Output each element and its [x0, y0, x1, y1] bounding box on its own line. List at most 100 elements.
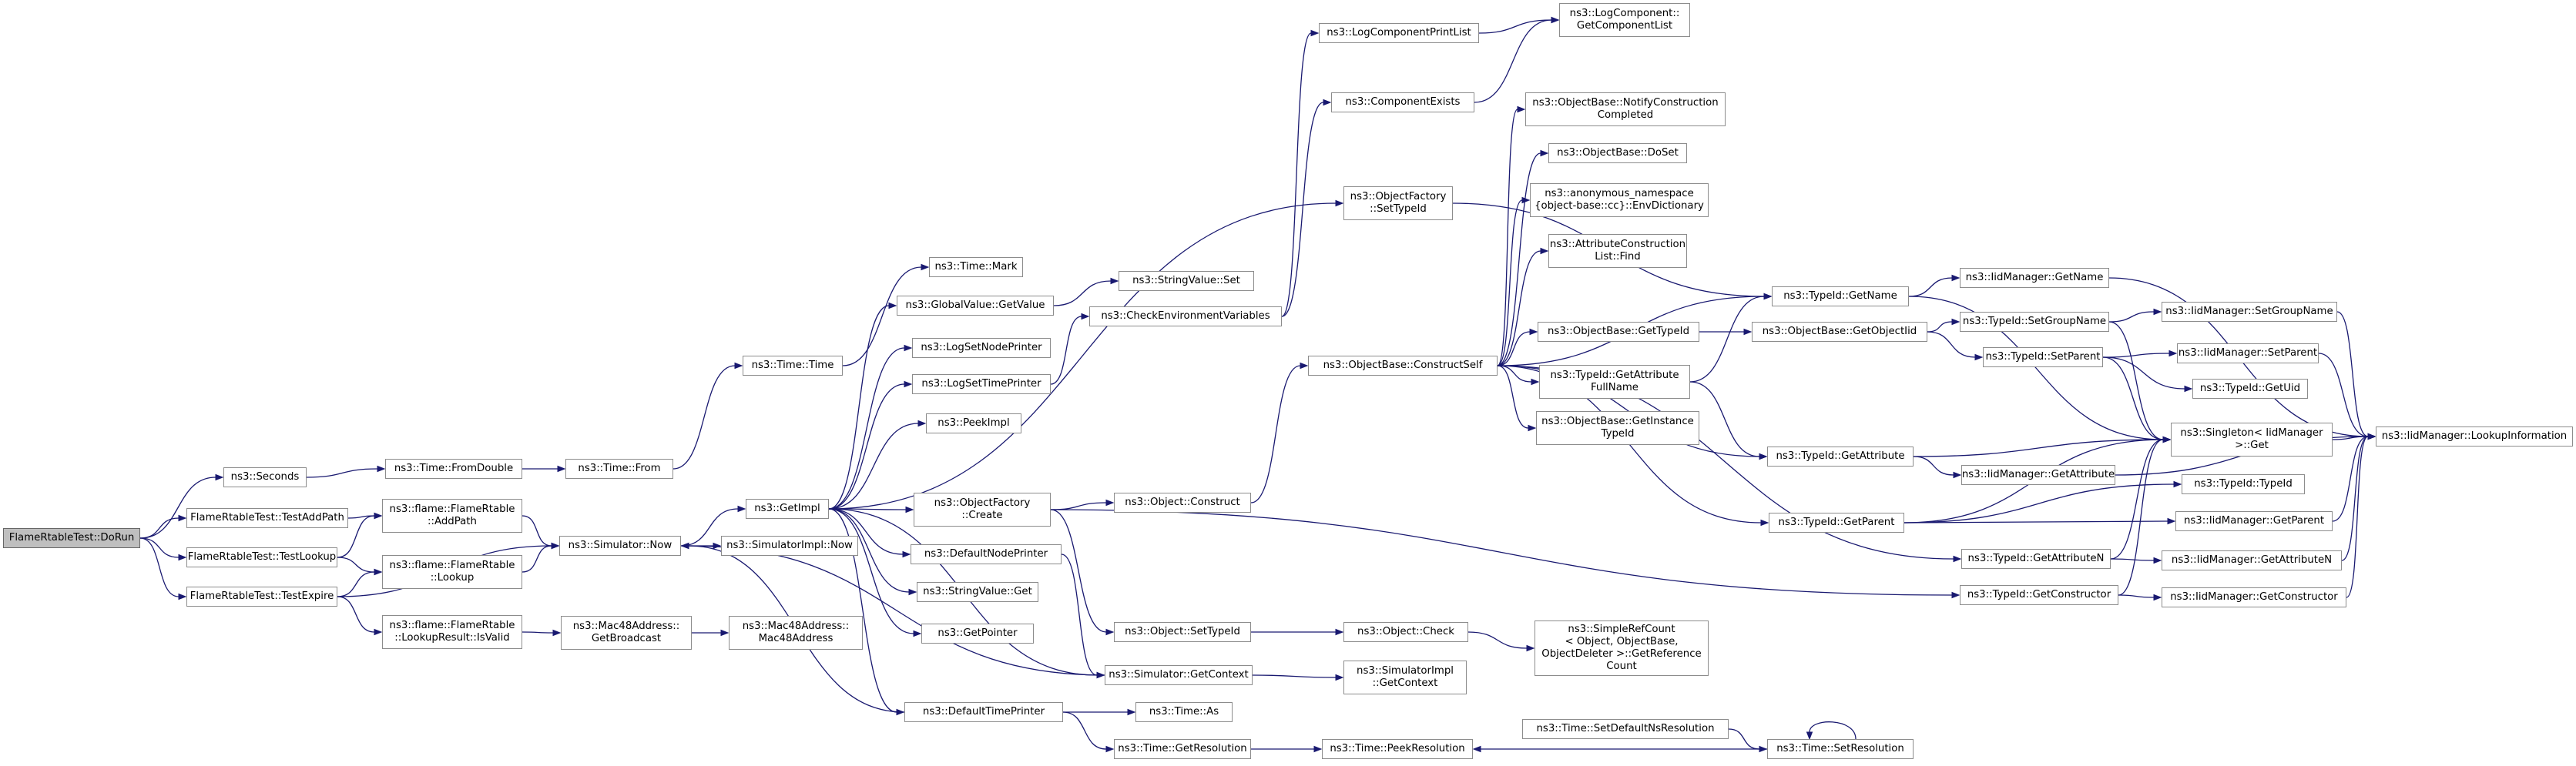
- edge-arrowhead-22: [904, 380, 913, 388]
- node-sim-get-context[interactable]: ns3::Simulator::GetContext: [1105, 665, 1253, 685]
- edge-arrowhead-64: [1953, 555, 1962, 563]
- node-time-from[interactable]: ns3::Time::From: [565, 459, 673, 479]
- node-time-as[interactable]: ns3::Time::As: [1135, 702, 1233, 722]
- edge-39: [1050, 509, 1107, 633]
- node-time-mark[interactable]: ns3::Time::Mark: [929, 257, 1023, 277]
- edge-25: [828, 508, 904, 555]
- node-sim-impl-now[interactable]: ns3::SimulatorImpl::Now: [721, 536, 858, 556]
- node-time-set-res[interactable]: ns3::Time::SetResolution: [1767, 739, 1914, 759]
- edge-76: [1903, 520, 2168, 523]
- edge-38: [1050, 502, 1107, 510]
- node-def-node[interactable]: ns3::DefaultNodePrinter: [911, 544, 1062, 564]
- edge-arrowhead-59: [1529, 328, 1538, 336]
- edge-arrowhead-17: [720, 629, 730, 637]
- node-im-get-parent[interactable]: ns3::IidManager::GetParent: [2175, 511, 2333, 531]
- edge-45: [688, 545, 1105, 676]
- node-tid-get-attr[interactable]: ns3::TypeId::GetAttribute: [1767, 447, 1914, 467]
- node-test-expire[interactable]: FlameRtableTest::TestExpire: [186, 587, 337, 607]
- edge-79: [2118, 439, 2164, 596]
- edge-arrowhead-41: [1300, 362, 1309, 370]
- node-tid-get-attr-n[interactable]: ns3::TypeId::GetAttributeN: [1961, 549, 2111, 569]
- edge-arrowhead-15: [551, 542, 560, 550]
- node-tid-type-id[interactable]: ns3::TypeId::TypeId: [2182, 474, 2305, 494]
- node-test-add-path[interactable]: FlameRtableTest::TestAddPath: [186, 508, 348, 528]
- edge-arrowhead-76: [2167, 517, 2176, 525]
- edge-78: [2110, 558, 2155, 561]
- node-sv-get[interactable]: ns3::StringValue::Get: [917, 582, 1038, 602]
- edge-57: [1497, 250, 1541, 366]
- node-obj-check[interactable]: ns3::Object::Check: [1343, 622, 1468, 642]
- node-singleton-get[interactable]: ns3::Singleton< IidManager >::Get: [2171, 423, 2333, 457]
- node-im-lookup[interactable]: ns3::IidManager::LookupInformation: [2376, 426, 2573, 447]
- node-comp-exists[interactable]: ns3::ComponentExists: [1331, 92, 1474, 112]
- node-add-path[interactable]: ns3::flame::FlameRtable ::AddPath: [382, 499, 522, 533]
- edge-16: [522, 631, 554, 634]
- node-sim-now[interactable]: ns3::Simulator::Now: [559, 536, 681, 556]
- node-lookup[interactable]: ns3::flame::FlameRtable ::Lookup: [382, 555, 522, 589]
- node-log-set-node[interactable]: ns3::LogSetNodePrinter: [912, 338, 1051, 358]
- node-tid-get-uid[interactable]: ns3::TypeId::GetUid: [2192, 379, 2308, 399]
- node-ob-do-set[interactable]: ns3::ObjectBase::DoSet: [1548, 143, 1687, 163]
- node-def-time[interactable]: ns3::DefaultTimePrinter: [904, 702, 1063, 722]
- node-im-get-ctor[interactable]: ns3::IidManager::GetConstructor: [2162, 587, 2346, 607]
- node-im-set-group[interactable]: ns3::IidManager::SetGroupName: [2162, 302, 2337, 322]
- node-tid-set-parent[interactable]: ns3::TypeId::SetParent: [1983, 347, 2103, 367]
- node-of-create[interactable]: ns3::ObjectFactory ::Create: [914, 493, 1051, 527]
- node-sv-set[interactable]: ns3::StringValue::Set: [1119, 271, 1254, 291]
- edge-44: [1252, 674, 1337, 678]
- node-time-get-res[interactable]: ns3::Time::GetResolution: [1114, 739, 1251, 759]
- node-obj-construct[interactable]: ns3::Object::Construct: [1114, 493, 1251, 513]
- node-tid-set-group[interactable]: ns3::TypeId::SetGroupName: [1960, 312, 2109, 332]
- edge-arrowhead-93: [2367, 433, 2376, 440]
- edge-83: [2102, 356, 2164, 440]
- node-from-double[interactable]: ns3::Time::FromDouble: [385, 459, 522, 479]
- node-check-env[interactable]: ns3::CheckEnvironmentVariables: [1089, 306, 1282, 326]
- edge-41: [1250, 365, 1301, 503]
- edge-arrowhead-49: [1313, 745, 1323, 753]
- edge-arrowhead-54: [1517, 105, 1526, 113]
- node-im-get-attr-n[interactable]: ns3::IidManager::GetAttributeN: [2162, 550, 2342, 570]
- node-env-dict[interactable]: ns3::anonymous_namespace {object-base::c…: [1530, 183, 1709, 217]
- node-tid-get-parent[interactable]: ns3::TypeId::GetParent: [1769, 513, 1904, 533]
- node-ob-get-obj-tid[interactable]: ns3::ObjectBase::GetObjectIid: [1752, 322, 1927, 342]
- node-is-valid[interactable]: ns3::flame::FlameRtable ::LookupResult::…: [382, 615, 522, 649]
- edge-arrowhead-24: [905, 506, 914, 513]
- edge-72: [1913, 439, 2164, 457]
- node-gv-get-value[interactable]: ns3::GlobalValue::GetValue: [897, 296, 1054, 316]
- node-ob-get-inst-tid[interactable]: ns3::ObjectBase::GetInstance TypeId: [1536, 411, 1699, 445]
- edge-2: [139, 537, 179, 558]
- node-tid-get-name[interactable]: ns3::TypeId::GetName: [1772, 286, 1909, 306]
- node-seconds[interactable]: ns3::Seconds: [223, 467, 307, 487]
- edge-14: [522, 515, 552, 547]
- node-obj-set-type-id[interactable]: ns3::Object::SetTypeId: [1114, 622, 1251, 642]
- node-notify-constr[interactable]: ns3::ObjectBase::NotifyConstruction Comp…: [1525, 92, 1726, 126]
- node-tid-get-ctor[interactable]: ns3::TypeId::GetConstructor: [1960, 585, 2118, 605]
- node-of-set-type-id[interactable]: ns3::ObjectFactory ::SetTypeId: [1343, 186, 1453, 220]
- node-log-comp-print[interactable]: ns3::LogComponentPrintList: [1319, 23, 1479, 43]
- node-peek-res[interactable]: ns3::Time::PeekResolution: [1322, 739, 1473, 759]
- node-test-lookup[interactable]: FlameRtableTest::TestLookup: [186, 547, 337, 567]
- edge-55: [1497, 152, 1541, 366]
- node-get-broadcast[interactable]: ns3::Mac48Address:: GetBroadcast: [561, 616, 692, 650]
- node-sim-impl-get-ctx[interactable]: ns3::SimulatorImpl ::GetContext: [1343, 661, 1467, 694]
- node-tid-get-attr-full[interactable]: ns3::TypeId::GetAttribute FullName: [1539, 365, 1690, 399]
- node-peek-impl[interactable]: ns3::PeekImpl: [926, 413, 1021, 433]
- edge-29: [828, 202, 1337, 510]
- node-ref-count[interactable]: ns3::SimpleRefCount < Object, ObjectBase…: [1535, 620, 1709, 676]
- node-time-time[interactable]: ns3::Time::Time: [743, 356, 843, 376]
- edge-arrowhead-66: [1763, 293, 1773, 300]
- node-ob-construct-self[interactable]: ns3::ObjectBase::ConstructSelf: [1308, 356, 1498, 376]
- node-im-get-attr[interactable]: ns3::IidManager::GetAttribute: [1961, 465, 2115, 485]
- node-get-impl[interactable]: ns3::GetImpl: [746, 499, 829, 519]
- node-im-get-name[interactable]: ns3::IidManager::GetName: [1960, 268, 2109, 288]
- node-im-set-parent[interactable]: ns3::IidManager::SetParent: [2177, 343, 2319, 363]
- node-log-set-time[interactable]: ns3::LogSetTimePrinter: [912, 374, 1051, 394]
- node-mac48[interactable]: ns3::Mac48Address:: Mac48Address: [729, 616, 863, 650]
- node-get-comp-list[interactable]: ns3::LogComponent:: GetComponentList: [1559, 3, 1690, 37]
- node-ob-get-type-id[interactable]: ns3::ObjectBase::GetTypeId: [1538, 322, 1699, 342]
- edge-7: [842, 266, 922, 366]
- node-set-def-ns-res[interactable]: ns3::Time::SetDefaultNsResolution: [1522, 719, 1729, 739]
- node-get-pointer[interactable]: ns3::GetPointer: [921, 624, 1034, 644]
- node-ac-find[interactable]: ns3::AttributeConstruction List::Find: [1548, 234, 1687, 268]
